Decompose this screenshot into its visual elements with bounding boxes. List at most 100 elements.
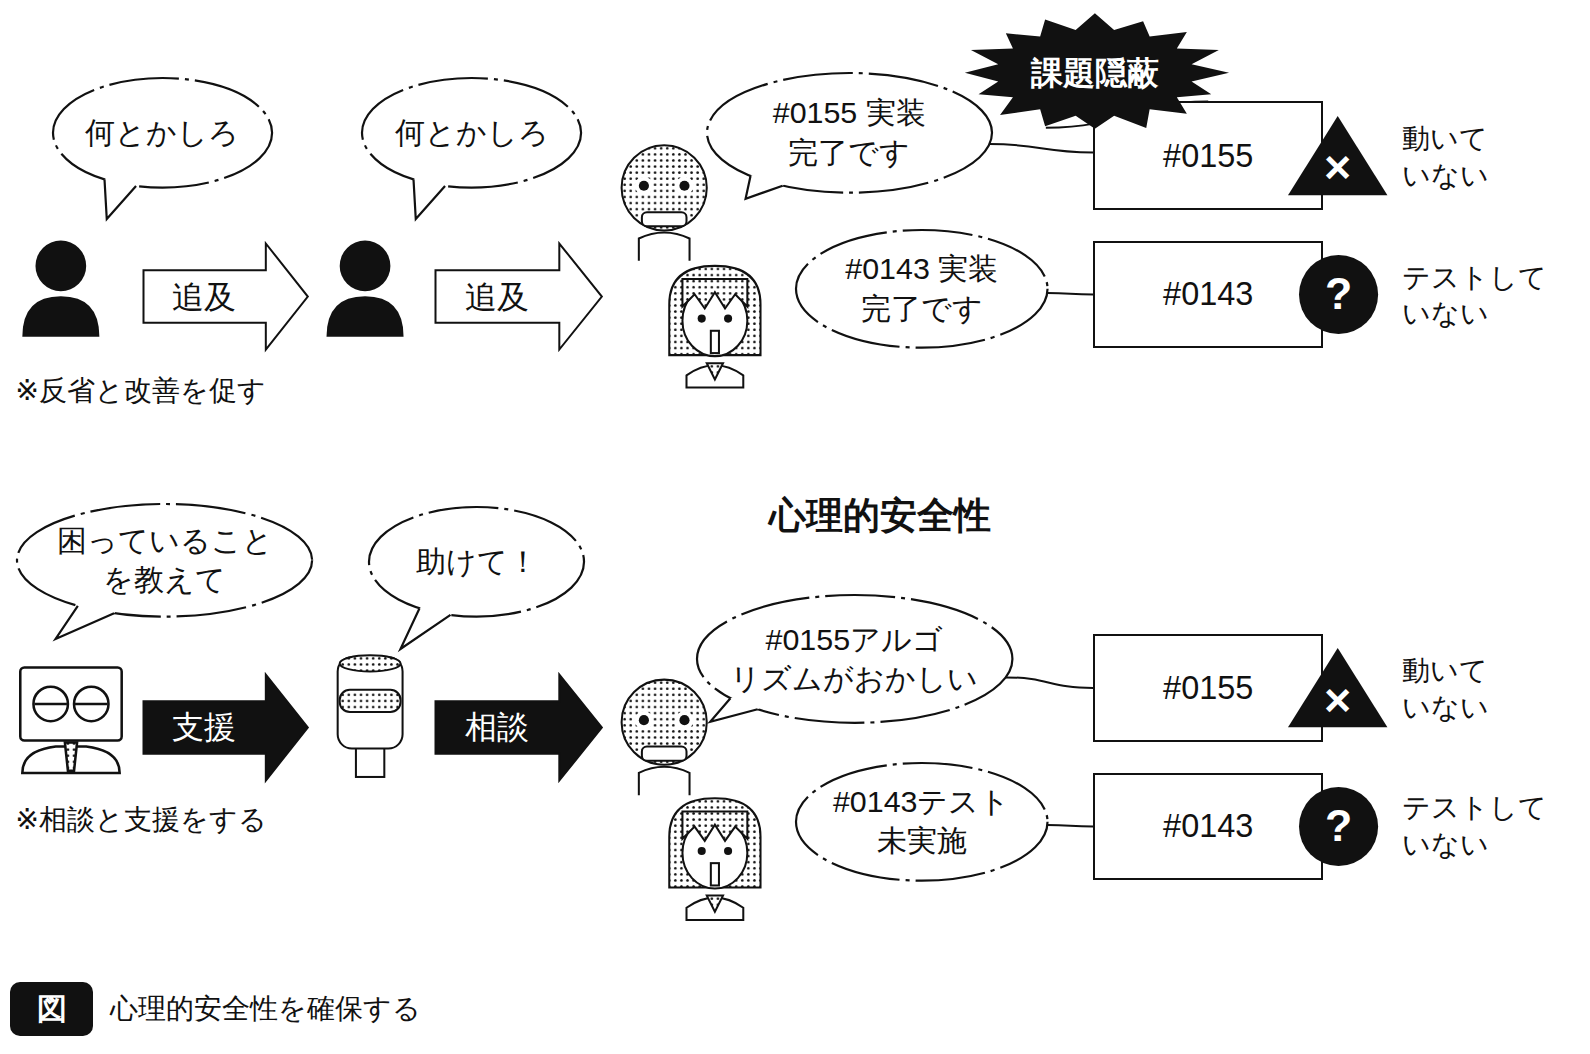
leader-connector: [1005, 677, 1093, 688]
safety-zone: 心理的安全性 助けて！ 相談 #0155アルゴ リズムがおかしい #0155 × #0143…: [206, 443, 1555, 946]
arrow-outline: [143, 675, 307, 781]
node-text: 追及: [465, 276, 529, 318]
node-text: 相談: [465, 706, 529, 748]
leader-connector: [1047, 825, 1093, 826]
text-area: 図: [10, 982, 93, 1037]
text-area: ×: [1286, 646, 1389, 729]
node-text: ×: [1324, 670, 1351, 731]
note-text: 動いて いない: [1402, 652, 1514, 726]
note-text: テストして いない: [1402, 259, 1566, 333]
note-text: ※反省と改善を促す: [15, 372, 266, 409]
male-character: [622, 680, 707, 796]
text-area: #0155: [1095, 636, 1321, 741]
node-text: #0143: [1163, 805, 1253, 847]
shape-outline: [15, 502, 314, 619]
speech-bubble: #0155アルゴ リズムがおかしい: [695, 593, 1014, 725]
speech-bubble: 何とかしろ: [51, 76, 274, 190]
person-icon: [22, 241, 99, 337]
text-area: 困っていること を教えて: [15, 502, 314, 619]
zone-title: 心理的安全性: [769, 492, 991, 539]
text-area: ?: [1298, 254, 1379, 335]
bubble-outline: [362, 78, 581, 188]
speech-bubble: #0155 実装 完了です: [705, 71, 994, 195]
bucket-character: [338, 655, 403, 777]
bubble-outline: [796, 763, 1048, 881]
block-arrow: 相談: [434, 673, 603, 782]
node-text: ?: [1325, 797, 1352, 855]
shape-outline: [695, 593, 1014, 725]
text-area: #0143 実装 完了です: [794, 228, 1050, 350]
node-text: #0155: [1163, 135, 1253, 177]
person-icon: [327, 241, 404, 337]
bubble-outline: [697, 595, 1012, 723]
alert-burst: 課題隠蔽: [958, 12, 1232, 134]
warning-triangle: ×: [1286, 646, 1389, 729]
bubble-outline: [796, 230, 1048, 348]
node-text: 追及: [172, 276, 236, 318]
text-area: 支援: [142, 673, 266, 782]
text-area: 助けて！: [367, 505, 586, 619]
text-area: ?: [1298, 786, 1379, 867]
node-text: #0143 実装 完了です: [820, 249, 1024, 328]
bubble-tail-line: [745, 176, 782, 199]
bubble-tail-line: [413, 179, 445, 219]
male-character: [622, 145, 707, 261]
bubble-tail-line: [56, 606, 115, 639]
node-text: ?: [1325, 265, 1352, 323]
block-arrow: 追及: [142, 242, 309, 351]
speech-bubble: #0143テスト 未実施: [794, 761, 1050, 883]
node-text: 困っていること を教えて: [45, 521, 284, 600]
text-area: 追及: [142, 242, 266, 351]
boss-character: [20, 667, 121, 772]
shape-outline: [705, 71, 994, 195]
female-character: [669, 798, 760, 920]
block-arrow: 追及: [434, 242, 603, 351]
circle-outline: [1299, 255, 1378, 334]
ticket-box: #0143: [1093, 773, 1323, 880]
text-area: #0155 実装 完了です: [705, 71, 994, 195]
node-text: #0143テスト 未実施: [820, 782, 1024, 861]
text-area: 追及: [434, 242, 559, 351]
note-text: 動いて いない: [1402, 120, 1514, 194]
node-text: 課題隠蔽: [1031, 52, 1159, 94]
bubble-tail-line: [104, 179, 136, 219]
text-area: 相談: [434, 673, 559, 782]
zone-outline: [206, 443, 1555, 946]
shape-outline: [794, 761, 1050, 883]
text-area: #0143テスト 未実施: [794, 761, 1050, 883]
speech-bubble: 困っていること を教えて: [15, 502, 314, 619]
node-text: #0155: [1163, 667, 1253, 709]
arrow-outline: [143, 244, 307, 350]
figure-caption: 心理的安全性を確保する: [110, 990, 421, 1027]
female-character: [669, 266, 760, 388]
note-text: ※相談と支援をする: [15, 801, 267, 838]
node-text: 支援: [172, 706, 236, 748]
bubble-outline: [17, 504, 312, 617]
bubble-tail: [56, 599, 122, 639]
bubble-tail: [745, 169, 792, 198]
circle-outline: [1299, 787, 1378, 866]
node-text: 図: [37, 989, 67, 1029]
speech-bubble: 助けて！: [367, 505, 586, 619]
bubble-outline: [707, 73, 992, 193]
node-text: 何とかしろ: [395, 113, 549, 153]
question-circle: ?: [1298, 254, 1379, 335]
text-area: 何とかしろ: [360, 76, 583, 190]
shape-outline: [794, 228, 1050, 350]
bubble-tail: [413, 172, 449, 219]
node-text: 何とかしろ: [85, 113, 239, 153]
text-area: ×: [1286, 114, 1389, 197]
arrow-outline: [436, 675, 602, 781]
leader-connector: [989, 144, 1093, 152]
text-area: #0155アルゴ リズムがおかしい: [695, 593, 1014, 725]
ticket-box: #0143: [1093, 241, 1323, 347]
speech-bubble: #0143 実装 完了です: [794, 228, 1050, 350]
arrow-outline: [436, 244, 602, 350]
leader-connector: [1047, 293, 1093, 294]
node-text: ×: [1324, 137, 1351, 198]
bubble-outline: [369, 507, 584, 617]
bubble-tail: [710, 693, 772, 722]
question-circle: ?: [1298, 786, 1379, 867]
bubble-tail: [401, 601, 455, 649]
text-area: 課題隠蔽: [958, 12, 1232, 134]
